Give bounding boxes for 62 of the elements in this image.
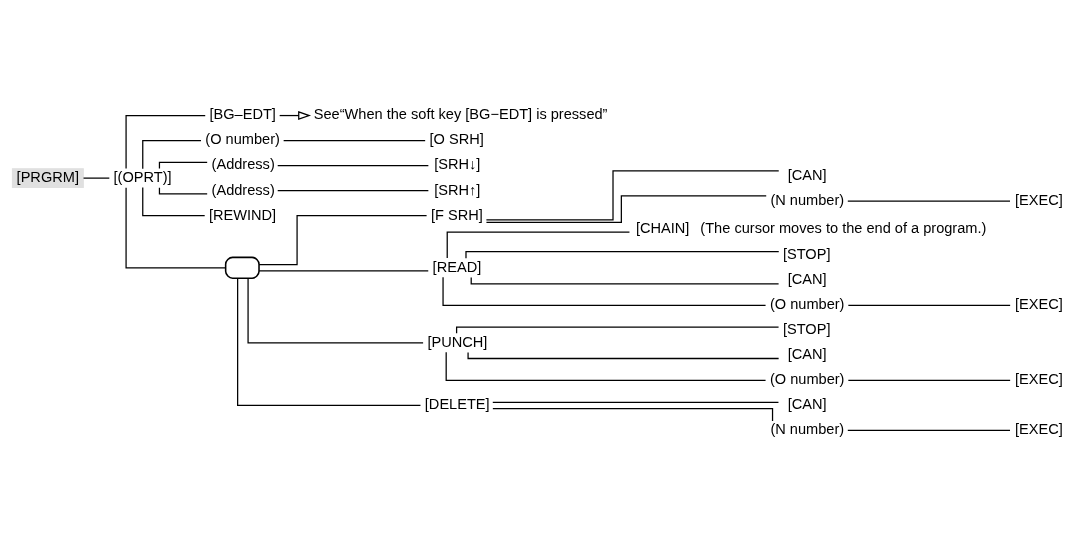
node-text: [EXEC] [1014, 296, 1063, 313]
node-text: [CAN] [787, 346, 827, 363]
connector [142, 186, 206, 217]
node-text: [STOP] [782, 246, 831, 263]
node-text: [F SRH] [431, 206, 483, 223]
connector [445, 351, 767, 382]
node-text: [CHAIN] [635, 219, 690, 236]
connector [258, 215, 428, 266]
connector [82, 177, 110, 179]
connector [277, 164, 429, 167]
connector [847, 379, 1011, 382]
node-box: [PRGRM] [11, 168, 84, 188]
node-box [224, 256, 260, 279]
node-label: (The cursor moves to the end of a program.) [700, 219, 987, 236]
arrow [279, 111, 312, 121]
node-text: [CAN] [787, 271, 827, 288]
connector [125, 187, 226, 269]
connector [847, 200, 1011, 202]
node-text: [DELETE] [424, 396, 490, 413]
node-text: (Address) [211, 181, 275, 198]
node-text: [PUNCH] [427, 333, 488, 350]
node-text: [CAN] [787, 396, 827, 413]
node-text: [SRH↑] [434, 181, 481, 198]
connector [492, 401, 780, 403]
node-text: (N number) [770, 421, 845, 438]
node-text: [BG–EDT] [209, 106, 276, 123]
connector [258, 270, 429, 272]
node-text: (N number) [770, 191, 845, 208]
connector [485, 170, 780, 221]
node-text: [READ] [432, 258, 482, 275]
connector [158, 187, 208, 195]
node-text: (O number) [769, 296, 845, 313]
node-text: (O number) [205, 131, 280, 148]
connector [485, 195, 767, 224]
connector [125, 114, 206, 170]
node-text: [CAN] [787, 166, 827, 183]
connector [277, 190, 429, 192]
node-text: [(OPRT)] [113, 168, 172, 185]
connector [492, 407, 774, 422]
node-text: [EXEC] [1014, 421, 1063, 438]
connector [442, 276, 767, 306]
node-text: [EXEC] [1014, 371, 1063, 388]
connector [142, 139, 202, 170]
connector [847, 304, 1011, 306]
connector [847, 429, 1011, 432]
node-text: [STOP] [782, 321, 831, 338]
node-text: [O SRH] [429, 131, 484, 148]
connector [470, 276, 780, 285]
connector [237, 277, 422, 407]
node-text: [EXEC] [1014, 191, 1063, 208]
node-text: [REWIND] [208, 206, 277, 223]
connector [465, 251, 780, 259]
node-text: (Address) [211, 156, 275, 173]
connector [446, 231, 631, 259]
connector [247, 277, 424, 344]
connector [158, 161, 208, 170]
connector [283, 139, 426, 142]
node-text: See“When the soft key [BG−EDT] is pressed” [313, 106, 608, 123]
node-text: (O number) [769, 371, 845, 388]
connector [456, 326, 780, 334]
connector [467, 351, 780, 360]
node-text: [SRH↓] [434, 156, 481, 173]
